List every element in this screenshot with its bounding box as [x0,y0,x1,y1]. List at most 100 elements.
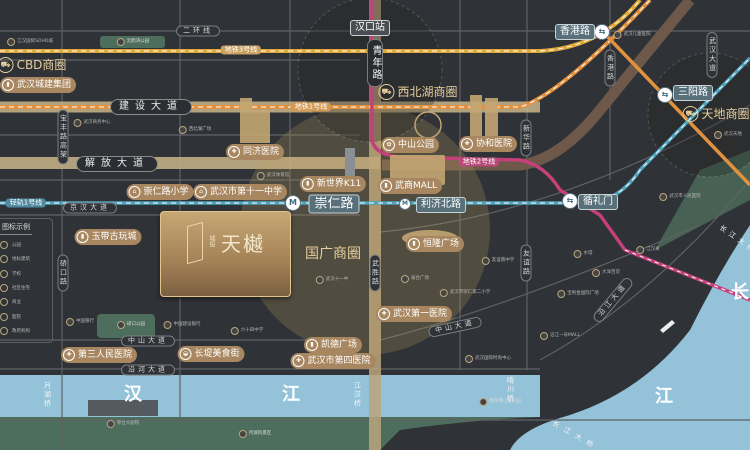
poi-chengjian[interactable]: ▮武汉城建集团 [0,77,77,93]
line-label-2: 地铁2号线 [458,157,500,167]
small-poi-label: 水塔 [583,250,593,256]
small-poi: 江汉国际SOHO城 [7,38,53,46]
poi-xiehe[interactable]: ✚协和医院 [458,136,518,152]
poi-k11[interactable]: ▮新世界K11 [299,176,367,192]
qintai-theater [88,400,158,416]
government-icon [163,321,172,329]
poi-label: 恒隆广场 [422,238,460,249]
station-chongren[interactable]: 崇仁路 [308,194,360,214]
station-xianggang[interactable]: 香港路 [555,24,595,40]
project-name: 天樾 [221,232,265,256]
small-poi: 大洋百货 [592,269,620,277]
shopping-icon [178,126,187,134]
circle-xibeihu-label: 西北湖商圈 [397,85,458,99]
poi-label: 武商MALL [395,180,437,191]
transfer-icon: ⇆ [657,87,673,103]
legend-item-park: 公园 [0,238,52,252]
poi-first-hospital[interactable]: ✚武汉第一医院 [375,306,453,322]
school-icon [315,276,324,284]
shopping-icon: ▮ [305,339,318,351]
hospital-icon [659,193,668,201]
park-icon [116,38,125,46]
station-lijibei[interactable]: 利济北路 [416,197,466,213]
shopping-icon [401,275,409,283]
shopping-icon [592,269,600,277]
road-label-youyi: 友谊路 [520,244,532,282]
small-poi-label: 琴台大剧院 [116,420,140,426]
small-poi: 武汉十一中 [315,276,349,284]
small-poi: 江汉关 [636,246,660,254]
road-label-qingnian: 青年路 [367,39,383,87]
poi-kaide[interactable]: ▮凯德广场 [303,337,363,353]
poi-chongren-primary[interactable]: ⌂崇仁路小学 [126,184,194,200]
legend-label: 地标建筑 [12,257,30,263]
poi-label: 新世界K11 [316,178,362,189]
school-icon [230,327,239,335]
poi-yudai[interactable]: ▮玉带古玩城 [74,229,142,245]
poi-no11-middle[interactable]: ⌂武汉市第十一中学 [192,184,288,200]
small-poi: 武汉儿童医院 [613,31,651,39]
small-poi-label: 武汉十一中 [325,276,349,282]
legend-item-government: 政府机构 [0,324,52,338]
small-poi: 中国银行 [66,318,94,326]
metro-line-2 [370,0,750,302]
shopping-icon [540,332,549,340]
circle-guoguang-label: 国广商圈 [305,246,361,262]
small-poi: 沿江一号MALL [540,332,580,340]
legend-label: 医院 [12,314,21,320]
small-poi-label: 南岸嘴江滩公园 [489,398,521,404]
poi-third-hospital[interactable]: ✚第三人民医院 [60,347,138,363]
poi-label: 第三人民医院 [77,349,133,360]
poi-zhongshan-park[interactable]: ✿中山公园 [380,137,440,153]
station-sanyang[interactable]: 三阳路 [673,85,713,101]
yangtze-bank-park [655,150,750,250]
small-poi-label: 宝利金国际广场 [567,290,599,296]
hospital-icon: ✚ [377,308,390,320]
poi-henglong[interactable]: ▮恒隆广场 [405,236,465,252]
small-poi: 武汉国际时尚中心 [465,355,511,363]
shopping-icon [557,290,566,298]
metro-icon: M [285,195,301,211]
building-icon: ▮ [1,79,14,91]
road-label-jianshe: 建设大道 [110,99,192,115]
park-icon [238,430,247,438]
legend-item-hospital: 医院 [0,309,52,323]
food-icon: ◒ [179,348,192,360]
poi-changdi-food[interactable]: ◒长堤美食街 [177,346,245,362]
small-poi-label: 月湖风景区 [248,430,272,436]
road-label-jinghan: 京汉大道 [63,202,117,214]
small-poi: 武汉市人民医院 [659,193,701,201]
project-marker[interactable]: 城投 天樾 [160,211,291,297]
project-brand: 城投 [208,235,215,247]
small-poi-label: 武汉市崇仁第二小学 [449,289,491,295]
bridge-label-jianghan: 江汉桥 [353,381,362,409]
landmark-icon [0,255,8,264]
station-hankou[interactable]: 汉口站 [350,20,390,36]
project-logo-icon [187,221,203,265]
bridge-label-yuehu: 月湖桥 [43,381,52,409]
small-poi-label: 武汉国际时尚中心 [475,355,511,361]
landmark-icon [73,119,82,127]
small-poi: 武汉市崇仁第二小学 [439,289,491,297]
metro-icon: M [399,198,411,210]
shopping-cart-icon: ⛟ [378,84,395,100]
river-label-jiang: 江 [282,384,300,405]
small-poi-label: 武汉儿童医院 [623,31,651,37]
school-icon [0,269,8,278]
small-poi-label: 友谊南中学 [491,257,515,263]
station-xunlimen[interactable]: 循礼门 [578,194,618,210]
poi-wushang-mall[interactable]: ▮武商MALL [378,178,442,194]
poi-tongji[interactable]: ✚同济医院 [225,144,285,160]
road-label-wusheng: 武胜路 [369,254,381,292]
river-label-chang: 长 [731,282,749,303]
poi-label: 武汉市第十一中学 [209,186,283,197]
brown-arterial [382,0,695,171]
shopping-cart-icon: ⛟ [0,57,14,73]
hospital-icon [0,312,8,321]
riverside-park [0,417,540,450]
line-label-3: 地铁3号线 [220,45,262,55]
school-icon [439,289,448,297]
poi-fourth-hospital[interactable]: ✚武汉市第四医院 [290,353,376,369]
road-label-baofeng: 宝丰路高架 [57,109,69,165]
small-poi: 友谊南中学 [481,257,515,265]
